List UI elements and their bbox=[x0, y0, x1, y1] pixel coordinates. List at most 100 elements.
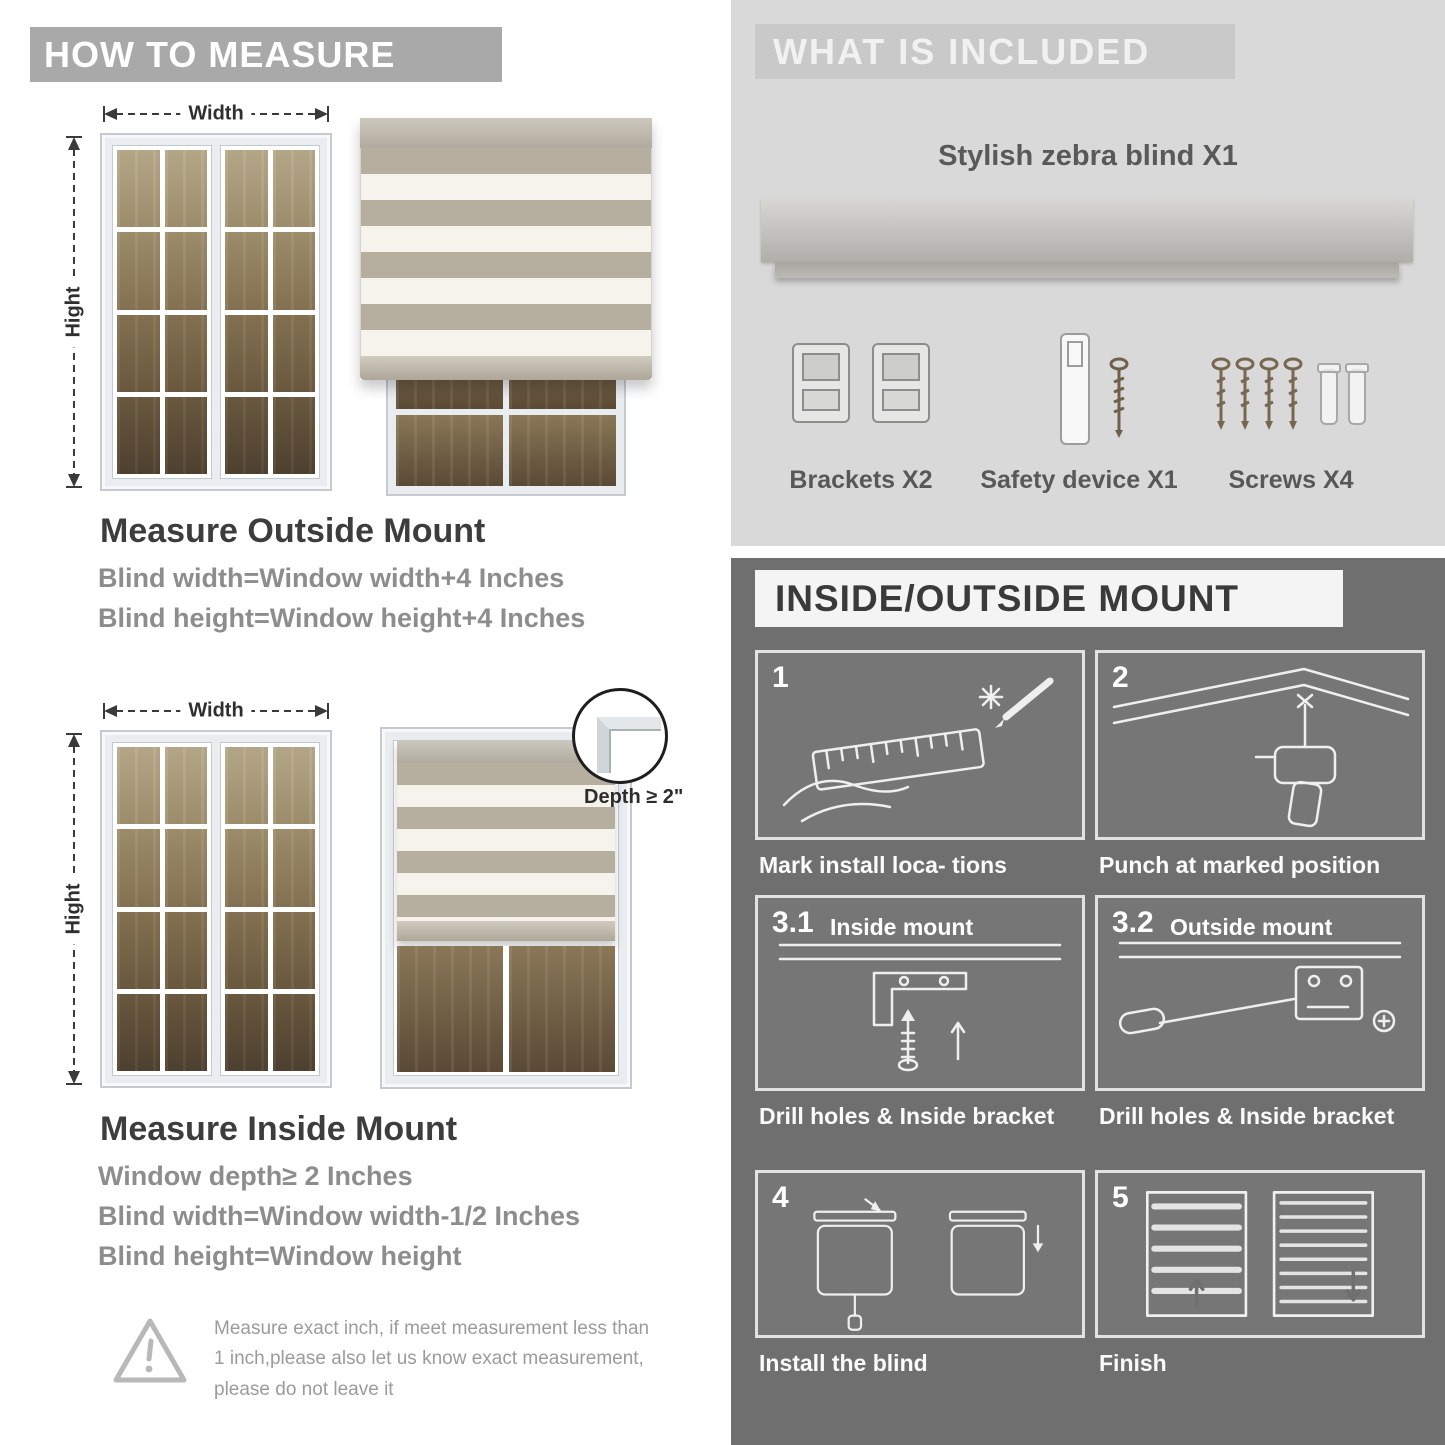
blind-stripes bbox=[397, 763, 615, 921]
step-caption: Install the blind bbox=[759, 1350, 928, 1376]
step-number: 3.1 bbox=[772, 906, 814, 939]
window-pane bbox=[117, 993, 160, 1071]
step-3-2-panel: 3.2 Outside mount bbox=[1095, 895, 1425, 1091]
depth-callout-circle bbox=[572, 688, 668, 784]
step-4: 4 Instal bbox=[755, 1170, 1085, 1377]
blind-stripes bbox=[360, 148, 652, 356]
height-label: Hight bbox=[60, 873, 88, 945]
height-label: Hight bbox=[60, 276, 88, 348]
width-measure-inside: Width bbox=[100, 699, 332, 723]
step-1: 1 bbox=[755, 650, 1085, 879]
zebra-blind-inside bbox=[397, 741, 615, 941]
window-pane bbox=[225, 396, 268, 474]
outside-bracket-illustration bbox=[1118, 941, 1402, 1035]
window-pane bbox=[164, 396, 207, 474]
window-illustration-inside bbox=[100, 730, 332, 1088]
step-1-panel: 1 bbox=[755, 650, 1085, 840]
measurement-warning: Measure exact inch, if meet measurement … bbox=[110, 1314, 676, 1405]
window-lower-panes bbox=[397, 946, 615, 1072]
window-pane bbox=[117, 232, 160, 310]
window-pane bbox=[509, 415, 616, 486]
mount-header: INSIDE/OUTSIDE MOUNT bbox=[755, 570, 1343, 627]
step-title: Outside mount bbox=[1170, 914, 1333, 940]
brackets-icon bbox=[787, 336, 937, 441]
screws-label: Screws X4 bbox=[1228, 466, 1354, 494]
included-blind-label: Stylish zebra blind X1 bbox=[938, 140, 1238, 172]
zebra-blind bbox=[360, 118, 652, 380]
window-pane bbox=[509, 946, 615, 1072]
window-corner-detail bbox=[597, 717, 661, 773]
window-pane bbox=[164, 911, 207, 989]
window-pane bbox=[225, 911, 268, 989]
how-to-measure-header: HOW TO MEASURE bbox=[30, 27, 502, 82]
window-pane bbox=[272, 314, 315, 392]
safety-device-icon bbox=[1039, 328, 1149, 463]
step-5: 5 bbox=[1095, 1170, 1425, 1377]
inside-bracket-illustration bbox=[778, 943, 1062, 1072]
window-pane bbox=[396, 415, 503, 486]
window-pane bbox=[272, 829, 315, 907]
outside-rule-1: Blind width=Window width+4 Inches bbox=[98, 563, 565, 593]
window-pane bbox=[225, 314, 268, 392]
window-pane bbox=[225, 150, 268, 228]
blind-cassette bbox=[360, 118, 652, 148]
height-measure-inside: Hight bbox=[60, 730, 88, 1088]
window-pane bbox=[272, 396, 315, 474]
window-pane bbox=[164, 829, 207, 907]
window-pane bbox=[164, 314, 207, 392]
window-pane bbox=[225, 232, 268, 310]
step-caption: Finish bbox=[1099, 1350, 1167, 1376]
inside-mount-title: Measure Inside Mount bbox=[100, 1110, 458, 1148]
safety-device-label: Safety device X1 bbox=[980, 466, 1178, 494]
step-title: Inside mount bbox=[830, 914, 974, 940]
inside-rule-2: Blind width=Window width-1/2 Inches bbox=[98, 1201, 581, 1231]
warning-triangle-icon bbox=[113, 1318, 187, 1383]
step-number: 1 bbox=[772, 661, 789, 694]
finish-blinds-illustration bbox=[1145, 1191, 1375, 1317]
window-pane bbox=[117, 314, 160, 392]
height-measure-outside: Hight bbox=[60, 133, 88, 491]
window-pane bbox=[272, 911, 315, 989]
blind-cassette-lip bbox=[775, 262, 1399, 278]
step-4-panel: 4 bbox=[755, 1170, 1085, 1338]
drill-illustration bbox=[1112, 667, 1410, 828]
step-number: 2 bbox=[1112, 661, 1129, 694]
blind-cassette bbox=[397, 741, 615, 763]
window-pane bbox=[272, 993, 315, 1071]
inside-rule-1: Window depth≥ 2 Inches bbox=[98, 1161, 413, 1191]
window-pane bbox=[117, 150, 160, 228]
step-caption: Drill holes & Inside bracket bbox=[1099, 1103, 1395, 1129]
window-pane bbox=[164, 232, 207, 310]
depth-label: Depth ≥ 2" bbox=[584, 786, 684, 808]
step-number: 5 bbox=[1112, 1181, 1129, 1214]
window-pane bbox=[225, 747, 268, 825]
width-label: Width bbox=[180, 102, 252, 126]
step-2-panel: 2 bbox=[1095, 650, 1425, 840]
blind-bottom-rail bbox=[360, 356, 652, 380]
window-casement bbox=[220, 145, 320, 479]
window-pane bbox=[397, 946, 503, 1072]
step-caption: Drill holes & Inside bracket bbox=[759, 1103, 1055, 1129]
mount-instructions-section: INSIDE/OUTSIDE MOUNT 1 bbox=[731, 558, 1445, 1445]
what-is-included-section: WHAT IS INCLUDED Stylish zebra blind X1 bbox=[731, 0, 1445, 546]
window-pane bbox=[164, 993, 207, 1071]
step-5-panel: 5 bbox=[1095, 1170, 1425, 1338]
step-3-2: 3.2 Outside mount Dril bbox=[1095, 895, 1425, 1130]
blind-bottom-rail bbox=[397, 921, 615, 941]
step-2: 2 Punch at marked position bbox=[1095, 650, 1425, 879]
window-pane bbox=[117, 747, 160, 825]
screws-icon bbox=[1209, 352, 1379, 449]
window-casement bbox=[220, 742, 320, 1076]
window-pane bbox=[225, 993, 268, 1071]
window-opening bbox=[393, 740, 619, 1076]
width-label: Width bbox=[180, 699, 252, 723]
window-pane bbox=[272, 747, 315, 825]
step-number: 3.2 bbox=[1112, 906, 1154, 939]
window-pane bbox=[272, 150, 315, 228]
mark-location-illustration bbox=[782, 677, 1054, 823]
blind-cassette-illustration bbox=[761, 198, 1413, 262]
brackets-label: Brackets X2 bbox=[789, 466, 933, 494]
step-3-1-panel: 3.1 Inside mount bbox=[755, 895, 1085, 1091]
install-blind-illustration bbox=[813, 1198, 1044, 1331]
